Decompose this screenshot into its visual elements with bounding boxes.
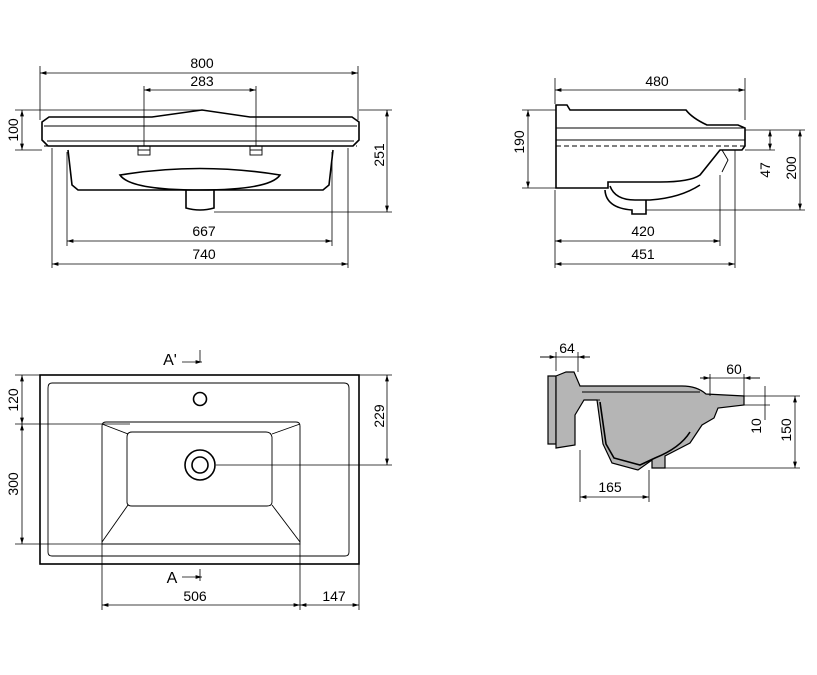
front-inner-basin xyxy=(118,167,282,191)
dim-top-tap-offset: 120 xyxy=(5,388,21,412)
dim-side-base-depth: 451 xyxy=(631,246,655,262)
section-back-wall xyxy=(547,375,557,445)
dim-side-bowl-depth: 420 xyxy=(631,223,655,239)
side-outline xyxy=(555,104,746,189)
section-bowl-inner xyxy=(599,401,691,466)
front-view: 800 283 100 251 667 740 xyxy=(5,55,392,268)
dim-top-bowl-width: 506 xyxy=(183,588,207,604)
front-tap-right xyxy=(249,145,263,156)
front-drain-pipe xyxy=(185,190,215,211)
top-tap-hole xyxy=(192,391,208,407)
top-outer-outline xyxy=(39,374,360,565)
front-bowl-outline xyxy=(67,149,334,191)
dim-section-drain-offset: 165 xyxy=(598,479,622,495)
section-label-lower: A xyxy=(167,570,178,587)
dim-section-rim-thickness: 10 xyxy=(748,418,764,434)
dim-front-base-width: 740 xyxy=(192,246,216,262)
top-bowl-inner xyxy=(126,431,273,507)
dim-top-bowl-length: 300 xyxy=(5,472,21,496)
dim-front-rim-height: 100 xyxy=(5,118,21,142)
dim-section-rim-width: 60 xyxy=(726,361,742,377)
dim-top-side-margin: 147 xyxy=(322,588,346,604)
side-drain-pipe xyxy=(604,189,647,215)
dim-front-bowl-width: 667 xyxy=(192,223,216,239)
section-view: 64 60 10 150 165 xyxy=(540,340,800,502)
dim-side-back-height: 190 xyxy=(511,130,527,154)
dim-front-total-height: 251 xyxy=(371,143,387,167)
dim-section-depth: 150 xyxy=(778,418,794,442)
dim-section-wall: 64 xyxy=(559,340,575,356)
dim-front-overall-width: 800 xyxy=(190,55,214,71)
front-rim-outline xyxy=(41,109,360,147)
top-bowl-outer xyxy=(101,421,301,545)
top-view: A' A 120 300 229 506 147 xyxy=(5,350,392,610)
dim-top-drain-offset: 229 xyxy=(371,404,387,428)
top-inner-rim xyxy=(47,382,350,557)
side-bowl-curve xyxy=(609,184,701,201)
dim-side-total-height: 200 xyxy=(783,156,799,180)
top-drain-hole xyxy=(184,449,216,481)
dim-side-rim-height: 47 xyxy=(757,162,773,178)
dim-side-overall-depth: 480 xyxy=(645,73,669,89)
dim-front-tap-spacing: 283 xyxy=(190,73,214,89)
section-body-profile xyxy=(555,371,745,471)
section-label-upper: A' xyxy=(163,352,177,369)
front-tap-left xyxy=(137,145,151,156)
side-view: 480 190 47 200 420 451 xyxy=(511,73,805,268)
